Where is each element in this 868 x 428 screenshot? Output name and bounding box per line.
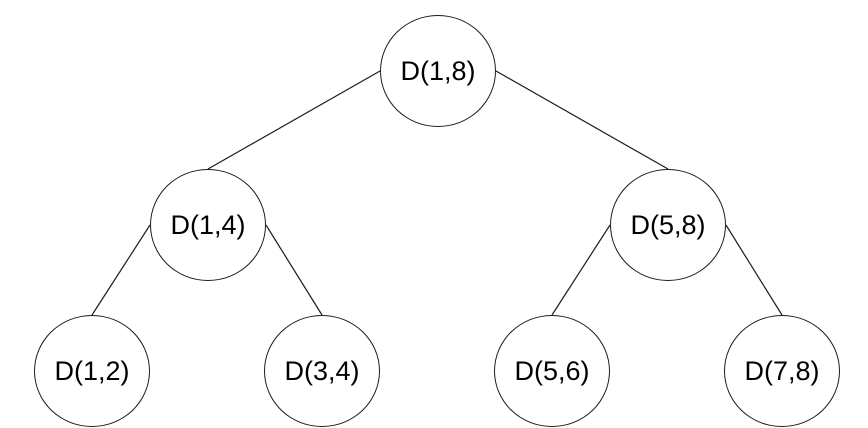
tree-node-label: D(1,8) <box>400 55 476 86</box>
tree-node-label: D(7,8) <box>744 355 820 386</box>
tree-node-label: D(5,6) <box>514 355 590 386</box>
tree-node-label: D(1,4) <box>170 209 246 240</box>
tree-node-left: D(1,4) <box>150 169 266 281</box>
tree-edge <box>265 224 323 316</box>
tree-node-label: D(3,4) <box>284 355 360 386</box>
tree-node-root: D(1,8) <box>380 15 496 127</box>
tree-node-right-left: D(5,6) <box>494 315 610 427</box>
tree-node-label: D(5,8) <box>630 209 706 240</box>
tree-node-right-right: D(7,8) <box>724 315 840 427</box>
tree-node-left-left: D(1,2) <box>34 315 150 427</box>
tree-edge <box>91 224 151 316</box>
tree-node-right: D(5,8) <box>610 169 726 281</box>
tree-node-label: D(1,2) <box>54 355 130 386</box>
tree-edge <box>725 224 783 316</box>
tree-edge <box>207 70 381 170</box>
tree-edge <box>551 224 611 316</box>
tree-node-left-right: D(3,4) <box>264 315 380 427</box>
tree-edge <box>495 70 669 170</box>
